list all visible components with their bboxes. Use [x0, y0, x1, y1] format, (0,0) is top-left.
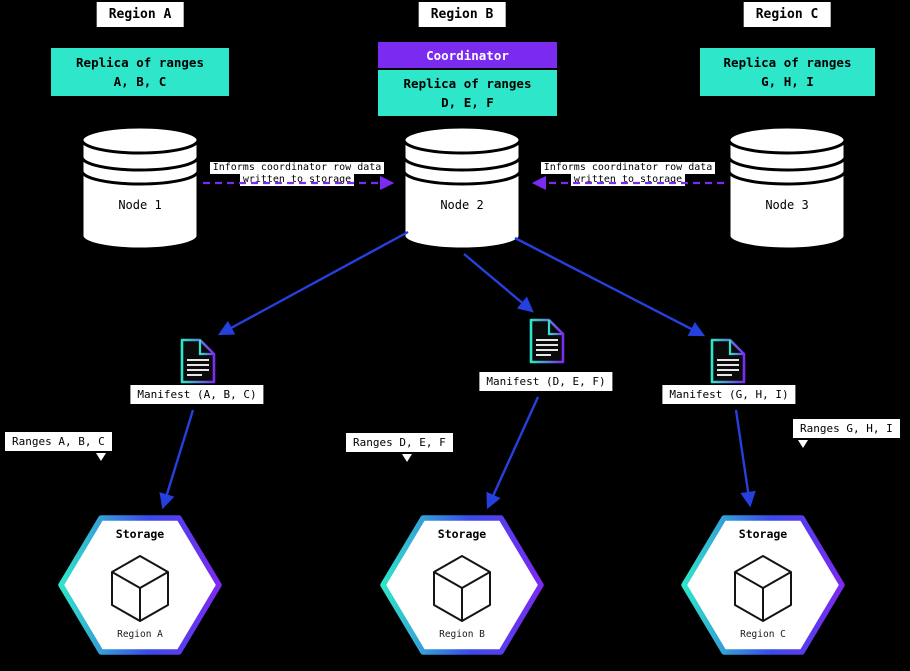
coordinator-box: Coordinator — [378, 42, 557, 68]
replica-a-line2: A, B, C — [113, 74, 167, 89]
arrow-manifest-b-to-storage-b — [486, 396, 540, 510]
arrow-manifest-a-to-storage-a — [159, 409, 195, 510]
replica-a-line1: Replica of ranges — [76, 54, 204, 70]
manifest-b-label: Manifest (D, E, F) — [479, 372, 613, 391]
manifest-b-file-icon — [529, 318, 565, 364]
informs-right-label: Informs coordinator row data written to … — [528, 162, 728, 186]
informs-right-line2: written to storage — [570, 174, 686, 186]
manifest-c-file-icon — [710, 338, 746, 384]
node-1-label: Node 1 — [118, 198, 162, 212]
region-b-header: Region B — [418, 2, 506, 27]
region-c-header: Region C — [743, 2, 831, 27]
cube-icon — [433, 555, 491, 622]
node-1-database-icon — [80, 125, 200, 251]
ranges-a-label-tail — [96, 453, 106, 461]
ranges-c-label-tail — [798, 440, 808, 448]
replica-b-line2: D, E, F — [441, 95, 494, 110]
arrow-node2-to-manifest-b — [463, 253, 534, 313]
informs-left-label: Informs coordinator row data written to … — [197, 162, 397, 186]
coordinator-label: Coordinator — [426, 47, 509, 63]
storage-a-hexagon — [58, 515, 222, 655]
storage-b-region-label: Region B — [439, 629, 485, 640]
replica-c-line2: G, H, I — [761, 74, 814, 89]
informs-right-line1: Informs coordinator row data — [540, 162, 716, 174]
node-3-database-icon — [727, 125, 847, 251]
replica-b-line1: Replica of ranges — [403, 75, 532, 91]
region-a-header: Region A — [96, 2, 184, 27]
manifest-c-label: Manifest (G, H, I) — [662, 385, 796, 404]
node-2-database-icon — [402, 125, 522, 251]
storage-a-title: Storage — [115, 527, 165, 541]
manifest-a-file-icon — [180, 338, 216, 384]
manifest-a-label: Manifest (A, B, C) — [130, 385, 264, 404]
node-2-label: Node 2 — [440, 198, 484, 212]
cube-icon — [734, 555, 792, 622]
replica-box-c: Replica of ranges G, H, I — [700, 48, 875, 96]
storage-b-title: Storage — [437, 527, 487, 541]
storage-c-region-label: Region C — [740, 629, 786, 640]
ranges-b-label-tail — [402, 454, 412, 462]
ranges-b-label: Ranges D, E, F — [346, 433, 453, 452]
storage-c-hexagon — [681, 515, 845, 655]
informs-left-line1: Informs coordinator row data — [209, 162, 385, 174]
ranges-a-label: Ranges A, B, C — [5, 432, 112, 451]
ranges-c-label: Ranges G, H, I — [793, 419, 900, 438]
storage-a-region-label: Region A — [117, 629, 163, 640]
node-3-label: Node 3 — [765, 198, 809, 212]
replica-box-b: Replica of ranges D, E, F — [378, 70, 557, 116]
replica-box-a: Replica of ranges A, B, C — [51, 48, 229, 96]
arrow-node2-to-manifest-a — [217, 230, 409, 336]
storage-c-title: Storage — [738, 527, 788, 541]
storage-b-hexagon — [380, 515, 544, 655]
replica-c-line1: Replica of ranges — [723, 54, 852, 70]
cube-icon — [111, 555, 169, 622]
informs-left-line2: written to storage — [239, 174, 355, 186]
arrow-manifest-c-to-storage-c — [734, 409, 756, 508]
